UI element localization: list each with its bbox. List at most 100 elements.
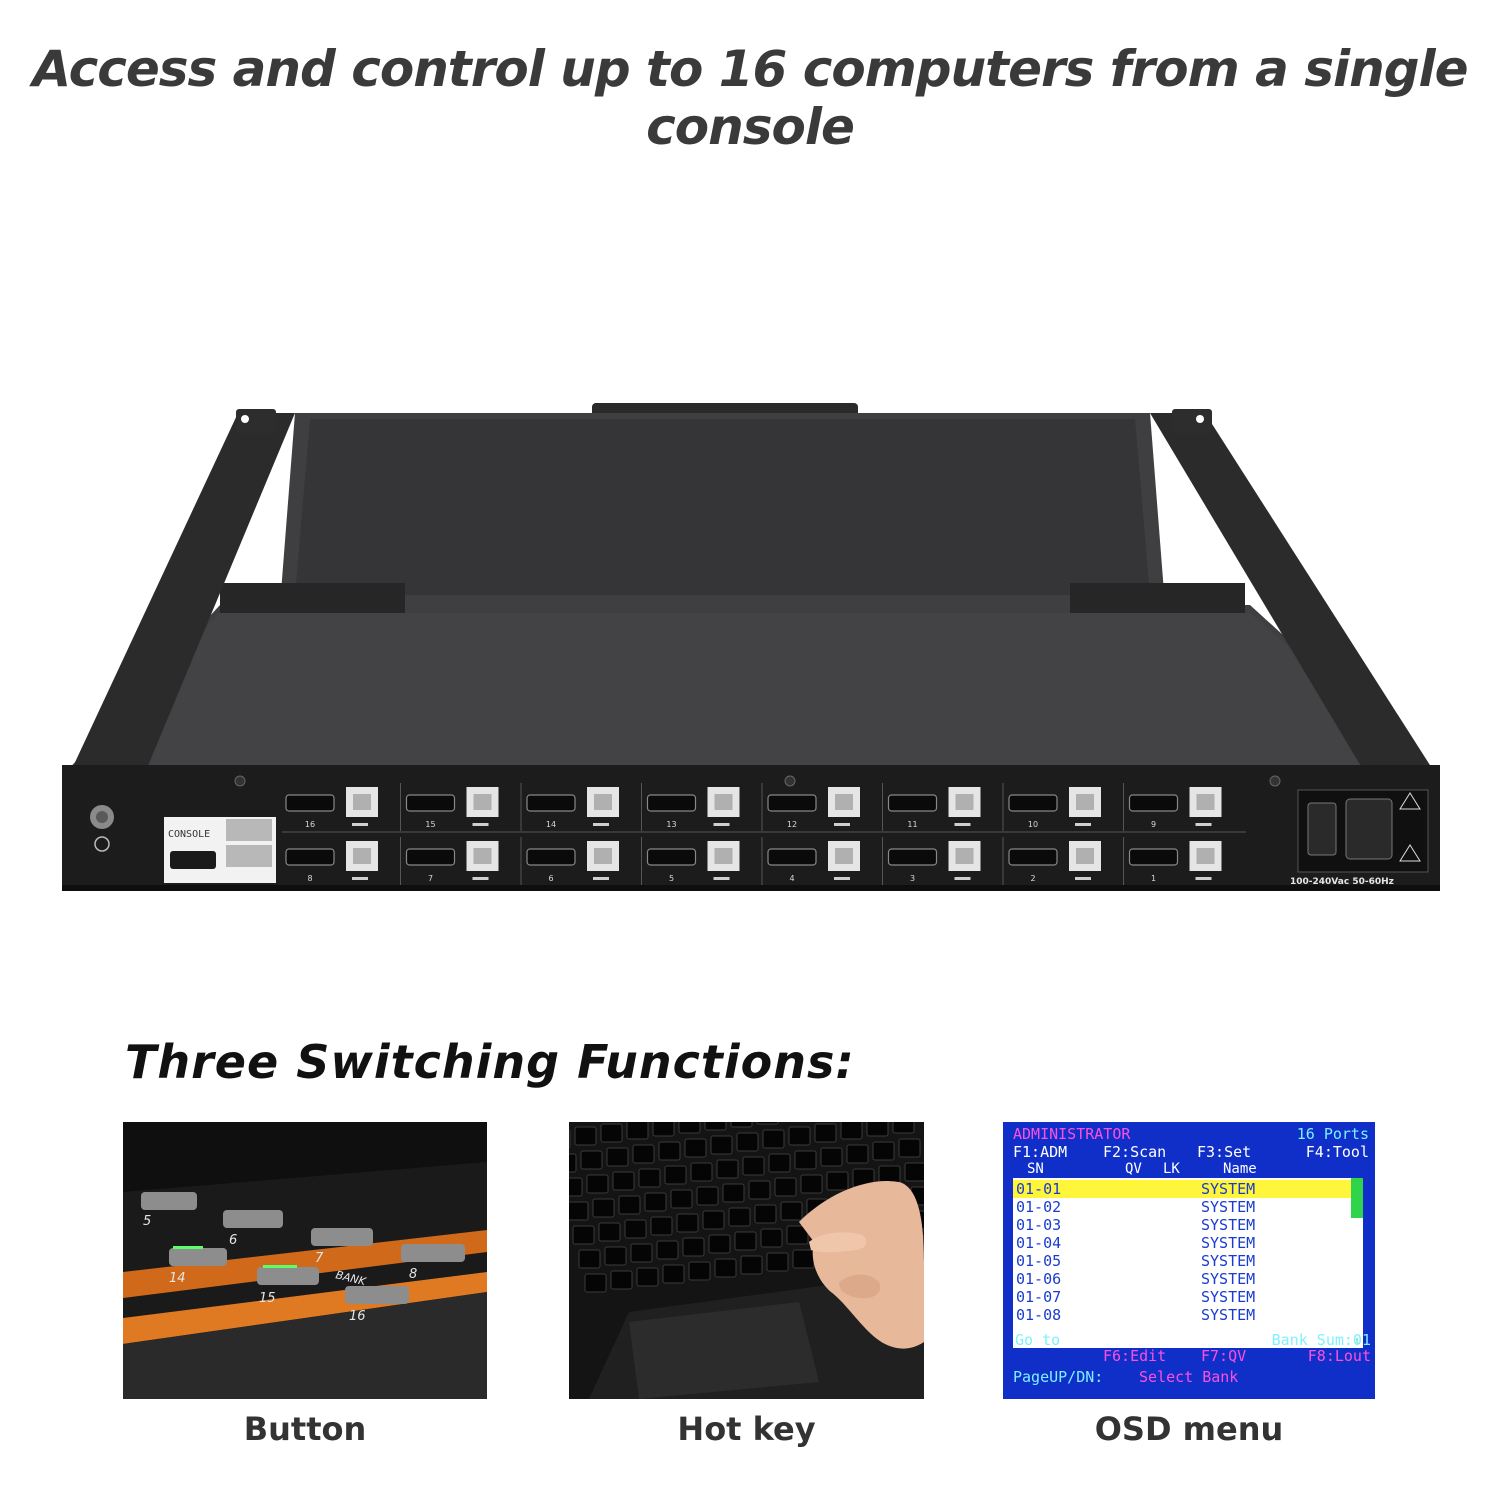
power-switch[interactable] — [1307, 802, 1337, 856]
console-hdmi-port[interactable] — [170, 851, 216, 869]
keyboard-key[interactable] — [714, 1258, 737, 1278]
keyboard-key[interactable] — [638, 1168, 661, 1188]
hdmi-port-11[interactable] — [887, 794, 938, 812]
keyboard-key[interactable] — [586, 1174, 609, 1194]
keyboard-key[interactable] — [710, 1135, 733, 1155]
keyboard-key[interactable] — [569, 1177, 583, 1197]
keyboard-key[interactable] — [662, 1264, 685, 1284]
button-8[interactable] — [401, 1244, 465, 1262]
keyboard-key[interactable] — [658, 1141, 681, 1161]
keyboard-key[interactable] — [652, 1122, 675, 1137]
keyboard-key[interactable] — [904, 1162, 924, 1182]
keyboard-key[interactable] — [670, 1189, 693, 1209]
keyboard-key[interactable] — [690, 1162, 713, 1182]
hdmi-port-6[interactable] — [526, 848, 576, 866]
button-6[interactable] — [223, 1210, 283, 1228]
keyboard-key[interactable] — [644, 1192, 667, 1212]
keyboard-key[interactable] — [780, 1201, 803, 1221]
keyboard-key[interactable] — [826, 1171, 849, 1191]
hdmi-port-7[interactable] — [405, 848, 456, 866]
keyboard-key[interactable] — [650, 1216, 673, 1236]
button-14[interactable] — [169, 1248, 227, 1266]
keyboard-key[interactable] — [736, 1132, 759, 1152]
ac-inlet[interactable] — [1345, 798, 1393, 860]
osd-f6[interactable]: F6:Edit — [1103, 1347, 1167, 1365]
keyboard-key[interactable] — [898, 1138, 921, 1158]
hdmi-port-16[interactable] — [285, 794, 335, 812]
keyboard-key[interactable] — [684, 1138, 707, 1158]
keyboard-key[interactable] — [632, 1144, 655, 1164]
hdmi-port-15[interactable] — [405, 794, 456, 812]
keyboard-key[interactable] — [846, 1144, 869, 1164]
scroll-up-arrow-icon[interactable]: ⇧ — [1353, 1178, 1361, 1192]
keyboard-key[interactable] — [682, 1237, 705, 1257]
osd-scroll-thumb[interactable] — [1351, 1178, 1363, 1218]
keyboard-key[interactable] — [664, 1165, 687, 1185]
keyboard-key[interactable] — [786, 1225, 809, 1245]
keyboard-key[interactable] — [626, 1122, 649, 1140]
keyboard-key[interactable] — [872, 1141, 895, 1161]
keyboard-key[interactable] — [678, 1122, 701, 1134]
hdmi-port-4[interactable] — [767, 848, 817, 866]
keyboard-key[interactable] — [569, 1201, 589, 1221]
keyboard-key[interactable] — [734, 1231, 757, 1251]
touchpad[interactable] — [629, 1302, 819, 1399]
keyboard-key[interactable] — [584, 1273, 607, 1293]
keyboard-key[interactable] — [730, 1122, 753, 1128]
keyboard-key[interactable] — [766, 1252, 789, 1272]
osd-f7[interactable]: F7:QV — [1201, 1347, 1247, 1365]
keyboard-key[interactable] — [606, 1147, 629, 1167]
keyboard-key[interactable] — [600, 1123, 623, 1143]
hdmi-port-3[interactable] — [887, 848, 938, 866]
keyboard-key[interactable] — [624, 1219, 647, 1239]
keyboard-key[interactable] — [612, 1171, 635, 1191]
osd-f2[interactable]: F2:Scan — [1103, 1143, 1167, 1161]
console-usb-port-bottom[interactable] — [226, 845, 272, 867]
keyboard-key[interactable] — [800, 1174, 823, 1194]
keyboard-key[interactable] — [754, 1204, 777, 1224]
keyboard-key[interactable] — [604, 1246, 627, 1266]
keyboard-key[interactable] — [760, 1228, 783, 1248]
keyboard-key[interactable] — [708, 1234, 731, 1254]
hdmi-port-5[interactable] — [646, 848, 697, 866]
keyboard-key[interactable] — [762, 1129, 785, 1149]
keyboard-key[interactable] — [866, 1122, 889, 1137]
keyboard-key[interactable] — [696, 1186, 719, 1206]
keyboard-key[interactable] — [742, 1156, 765, 1176]
keyboard-key[interactable] — [794, 1150, 817, 1170]
keyboard-key[interactable] — [656, 1240, 679, 1260]
button-5[interactable] — [141, 1192, 197, 1210]
keyboard-key[interactable] — [572, 1225, 595, 1245]
keyboard-key[interactable] — [574, 1126, 597, 1146]
keyboard-key[interactable] — [820, 1147, 843, 1167]
osd-f8[interactable]: F8:Lout — [1307, 1347, 1371, 1365]
hdmi-port-12[interactable] — [767, 794, 817, 812]
keyboard-key[interactable] — [610, 1270, 633, 1290]
osd-goto-sn[interactable]: SN ----- — [1077, 1331, 1150, 1349]
hdmi-port-13[interactable] — [646, 794, 697, 812]
hdmi-port-8[interactable] — [285, 848, 335, 866]
hdmi-port-1[interactable] — [1128, 848, 1179, 866]
keyboard-key[interactable] — [756, 1122, 779, 1125]
keyboard-key[interactable] — [792, 1249, 815, 1269]
button-15[interactable] — [257, 1267, 319, 1285]
keyboard-key[interactable] — [774, 1177, 797, 1197]
hdmi-port-10[interactable] — [1008, 794, 1058, 812]
keyboard-key[interactable] — [788, 1126, 811, 1146]
osd-scrollbar[interactable]: ⇧ ⇩ — [1351, 1178, 1363, 1348]
keyboard-key[interactable] — [569, 1129, 571, 1149]
osd-f4[interactable]: F4:Tool — [1305, 1143, 1369, 1161]
osd-f3[interactable]: F3:Set — [1197, 1143, 1252, 1161]
keyboard-key[interactable] — [676, 1213, 699, 1233]
keyboard-key[interactable] — [728, 1207, 751, 1227]
keyboard-key[interactable] — [592, 1198, 615, 1218]
keyboard-key[interactable] — [580, 1150, 603, 1170]
keyboard-key[interactable] — [814, 1123, 837, 1143]
keyboard-key[interactable] — [702, 1210, 725, 1230]
